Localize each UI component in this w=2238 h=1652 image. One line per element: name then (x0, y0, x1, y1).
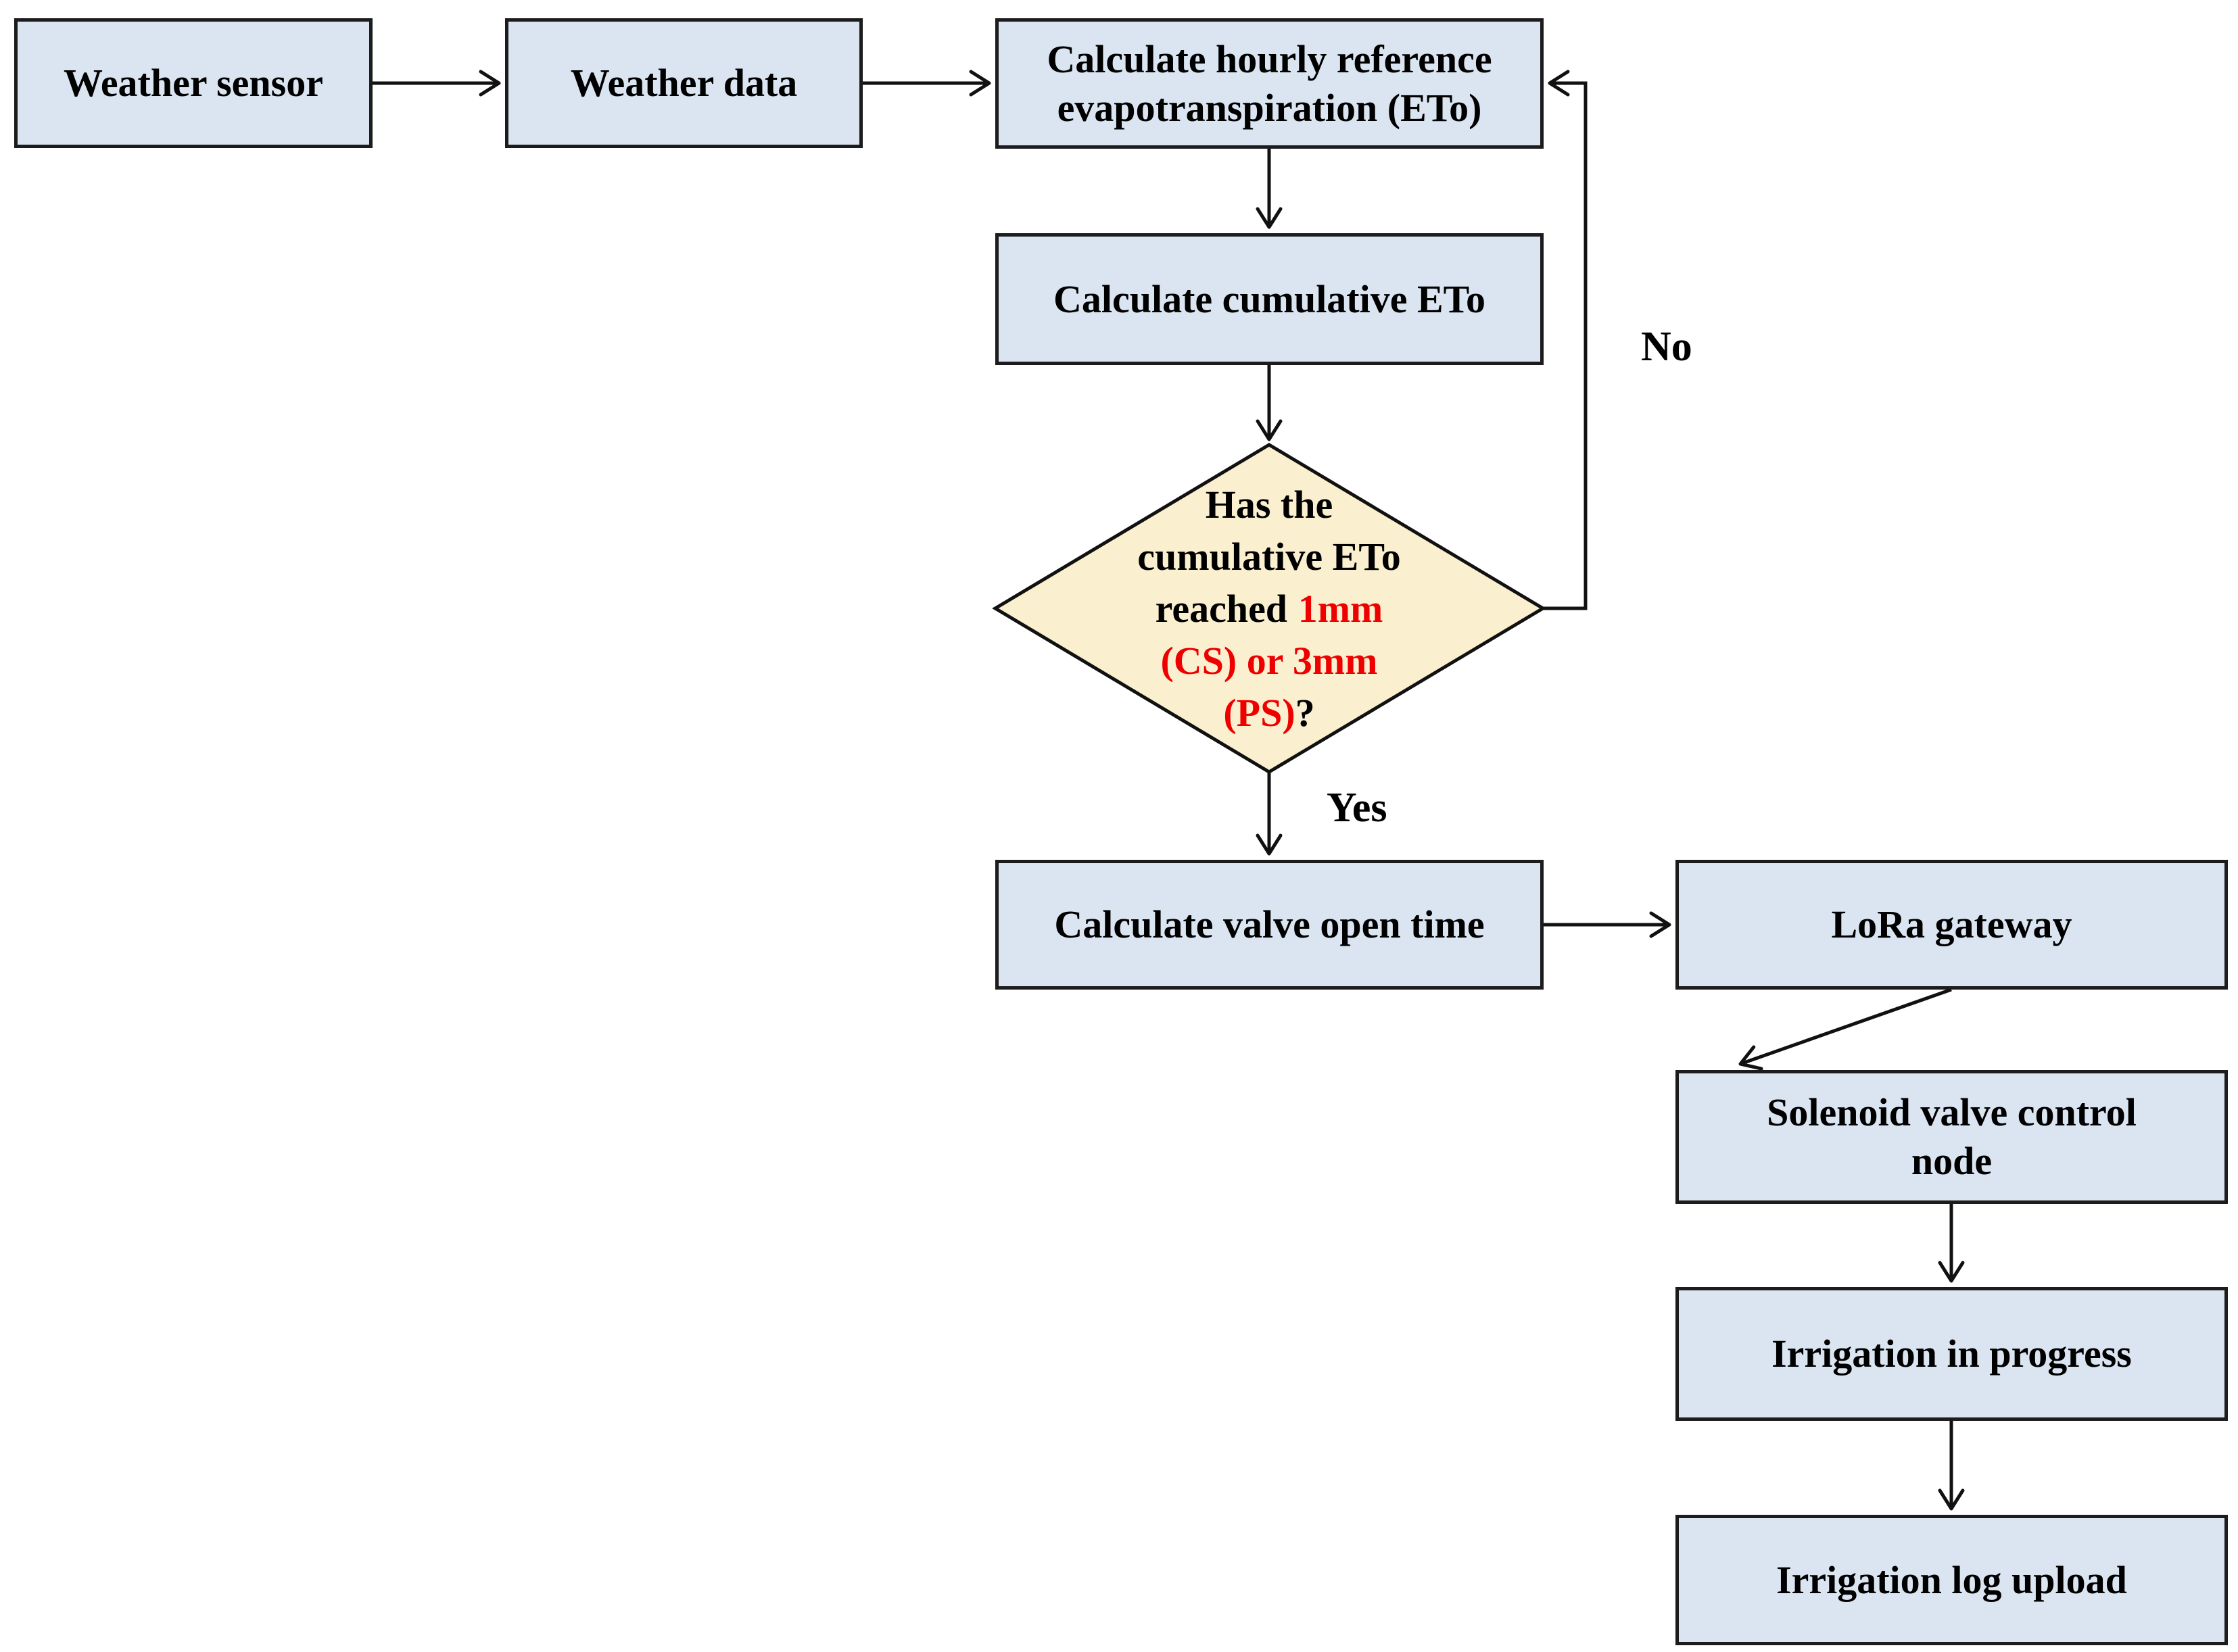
node-solenoid-valve-control-line1: Solenoid valve control (1767, 1090, 2137, 1134)
node-calc-valve-open-time: Calculate valve open time (995, 860, 1544, 990)
node-lora-gateway: LoRa gateway (1675, 860, 2228, 990)
node-weather-data: Weather data (505, 18, 863, 148)
decision-line-5: (PS)? (1223, 690, 1315, 735)
arrow-gateway-to-solenoid (1738, 988, 1952, 1071)
node-irrigation-log-upload-label: Irrigation log upload (1776, 1557, 2127, 1602)
node-weather-data-label: Weather data (570, 61, 798, 105)
node-solenoid-valve-control-line2: node (1911, 1139, 1993, 1183)
node-weather-sensor: Weather sensor (14, 18, 373, 148)
decision-line-2: cumulative ETo (1137, 534, 1401, 579)
node-lora-gateway-label: LoRa gateway (1831, 902, 2072, 946)
node-solenoid-valve-control: Solenoid valve control node (1675, 1070, 2228, 1204)
edge-label-no: No (1641, 324, 1692, 370)
node-calc-cumulative-eto: Calculate cumulative ETo (995, 233, 1544, 365)
node-calc-hourly-eto-line2: evapotranspiration (ETo) (1057, 85, 1482, 130)
node-calc-hourly-eto-line1: Calculate hourly reference (1047, 37, 1492, 81)
node-calc-cumulative-eto-label: Calculate cumulative ETo (1053, 276, 1486, 321)
node-weather-sensor-label: Weather sensor (64, 61, 323, 105)
node-calc-hourly-eto: Calculate hourly reference evapotranspir… (995, 18, 1544, 149)
edge-label-yes: Yes (1327, 785, 1387, 831)
node-irrigation-in-progress: Irrigation in progress (1675, 1287, 2228, 1421)
node-irrigation-in-progress-label: Irrigation in progress (1771, 1332, 2132, 1376)
node-irrigation-log-upload: Irrigation log upload (1675, 1515, 2228, 1645)
node-calc-valve-open-time-label: Calculate valve open time (1054, 902, 1485, 946)
decision-line-4: (CS) or 3mm (1160, 638, 1378, 683)
decision-line-1: Has the (1205, 482, 1333, 527)
no-loop-decision-to-eto (1543, 70, 1588, 610)
